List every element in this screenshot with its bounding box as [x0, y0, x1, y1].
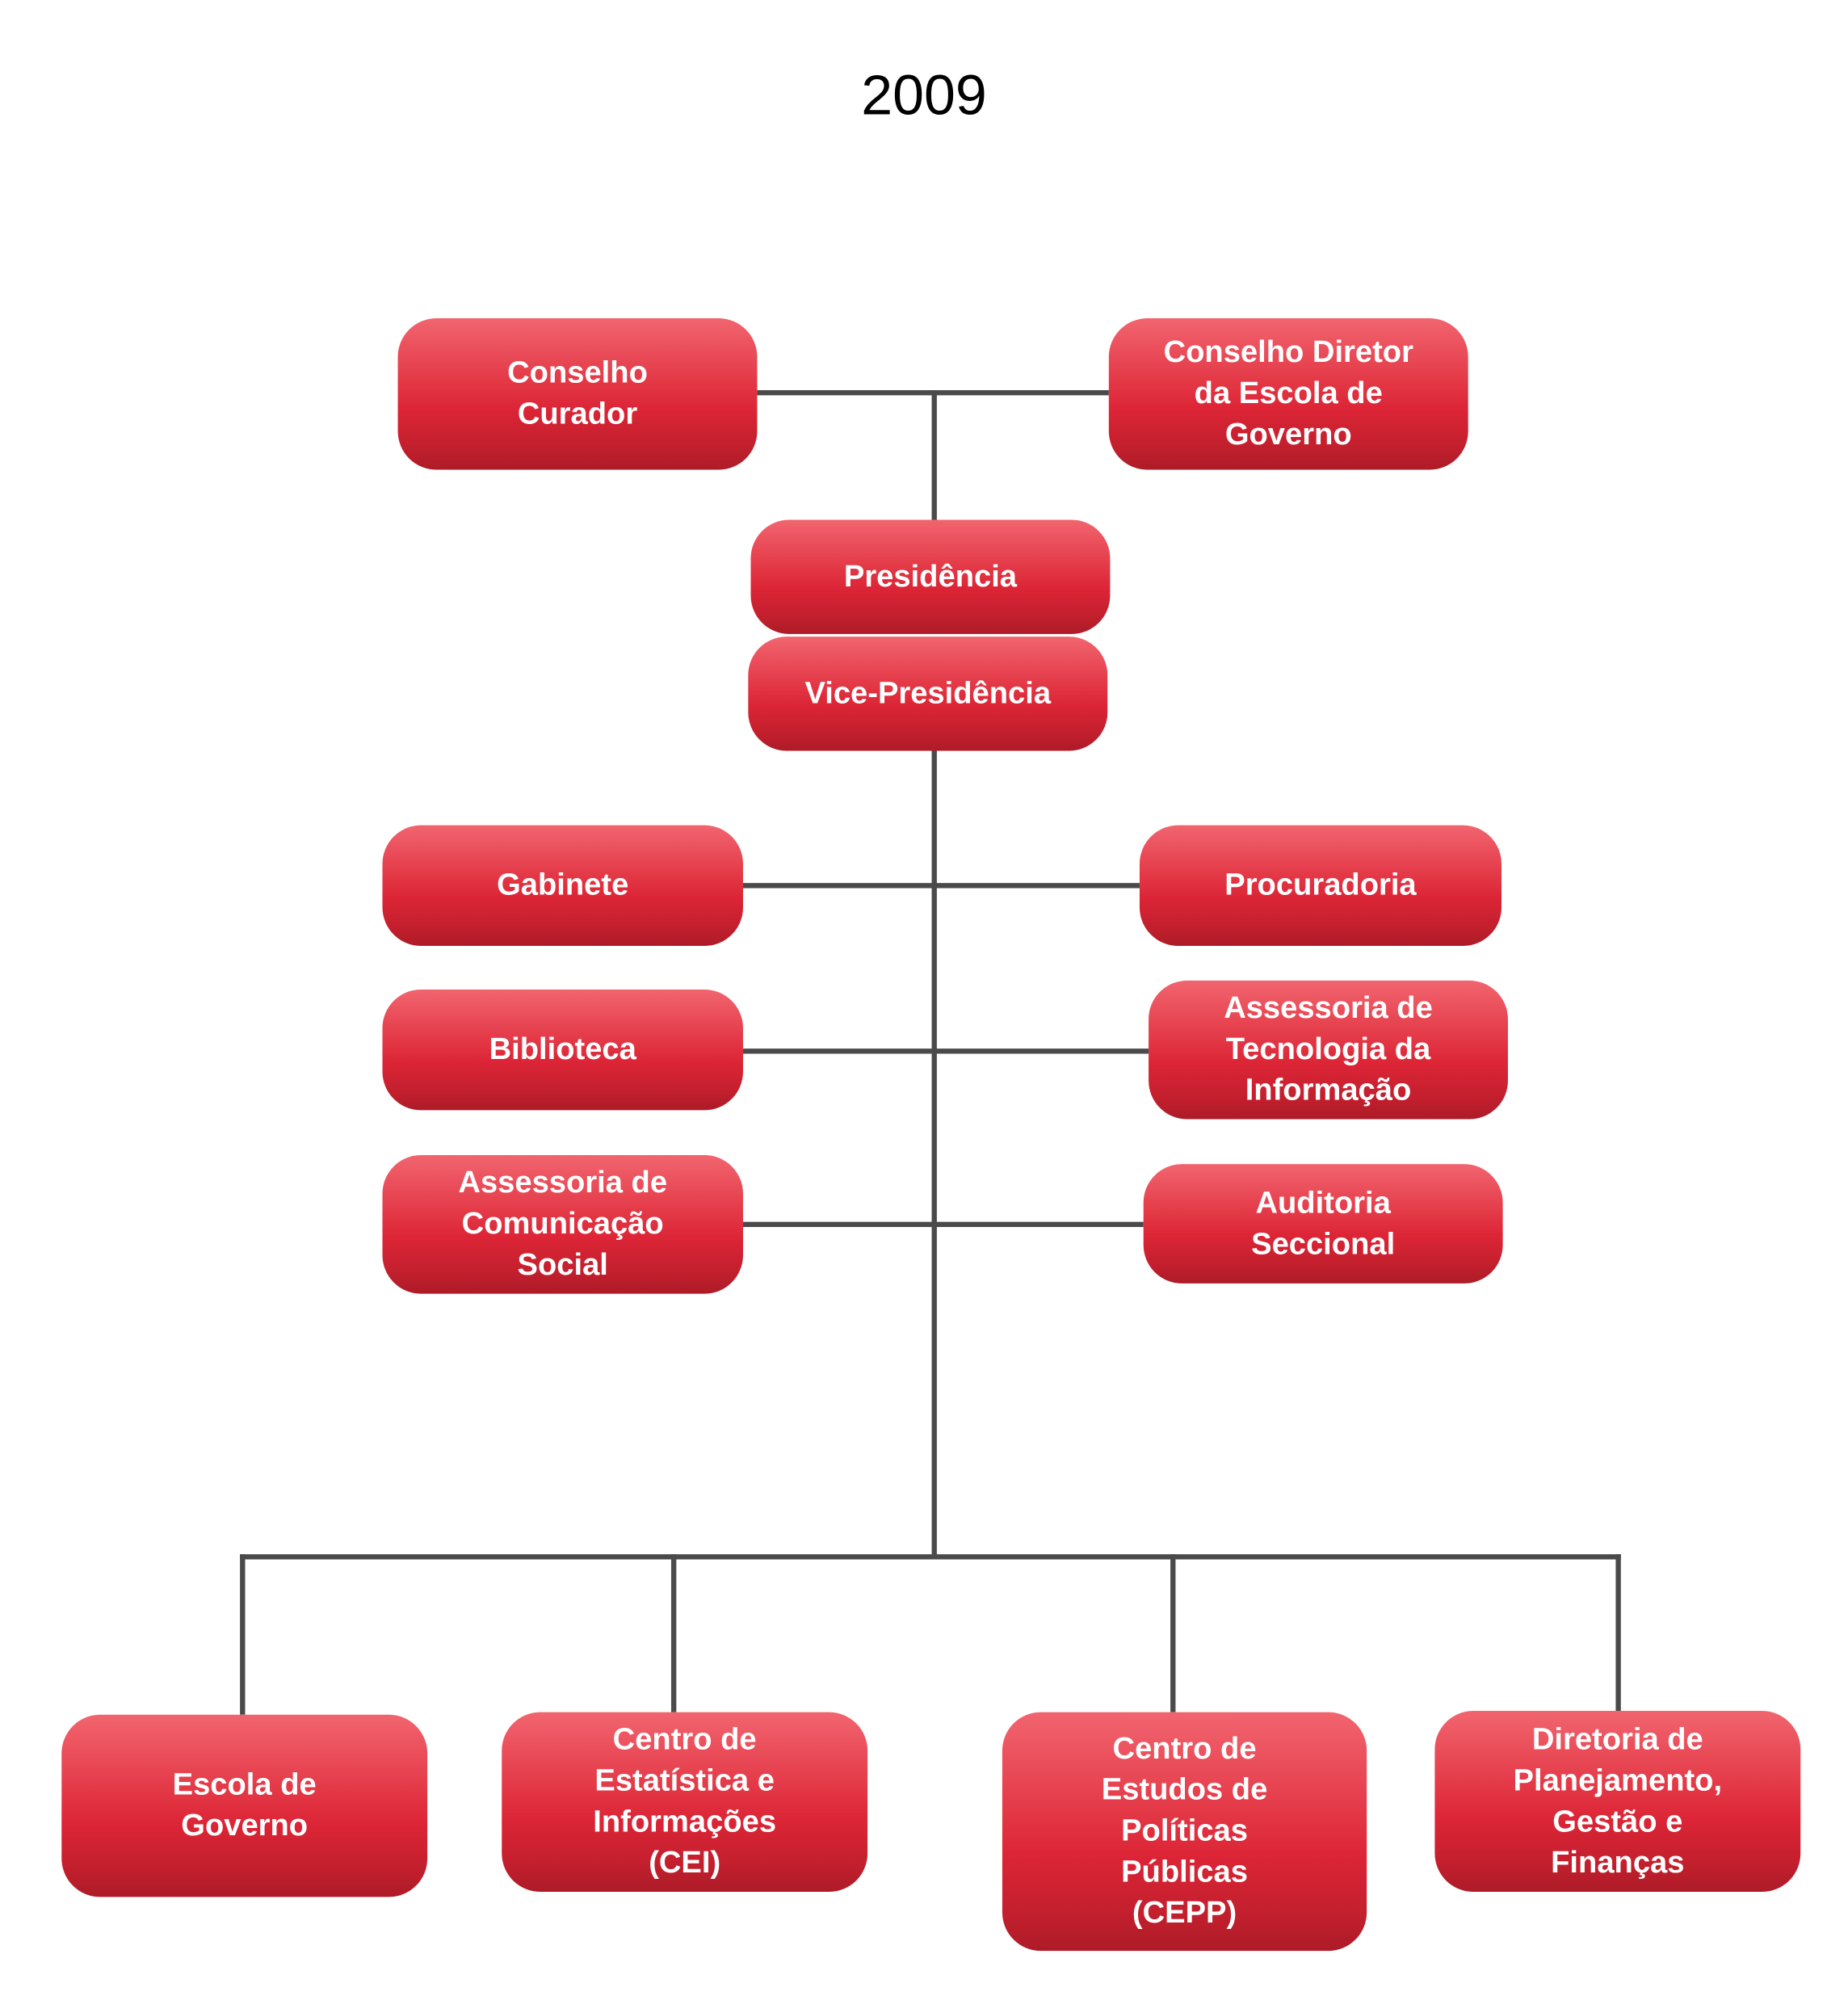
node-vice-presidencia: Vice-Presidência [748, 637, 1108, 751]
connector-line [931, 750, 937, 1560]
node-assessoria-ti: Assessoria de Tecnologia da Informação [1149, 980, 1508, 1120]
node-cei: Centro de Estatística e Informações (CEI… [502, 1712, 868, 1893]
node-cepp: Centro de Estudos de Políticas Públicas … [1002, 1712, 1367, 1952]
connector-line [931, 390, 937, 520]
connector-line [742, 1221, 1144, 1227]
connector-line [1615, 1554, 1621, 1712]
connector-line [1170, 1554, 1176, 1712]
node-procuradoria: Procuradoria [1139, 825, 1502, 947]
node-escola-governo: Escola de Governo [61, 1714, 428, 1897]
node-presidencia: Presidência [750, 519, 1111, 634]
connector-line [670, 1554, 677, 1712]
node-diretoria: Diretoria de Planejamento, Gestão e Fina… [1434, 1711, 1801, 1893]
node-gabinete: Gabinete [382, 825, 743, 947]
connector-line [240, 1554, 1621, 1560]
chart-title: 2009 [861, 64, 987, 128]
connector-line [742, 883, 1140, 889]
node-conselho-curador: Conselho Curador [397, 318, 758, 470]
node-biblioteca: Biblioteca [382, 990, 743, 1111]
node-assessoria-comunicacao: Assessoria de Comunicação Social [382, 1155, 743, 1294]
node-auditoria: Auditoria Seccional [1143, 1164, 1503, 1284]
connector-line [240, 1554, 246, 1715]
connector-line [742, 1048, 1149, 1054]
node-conselho-diretor: Conselho Diretor da Escola de Governo [1108, 318, 1468, 470]
